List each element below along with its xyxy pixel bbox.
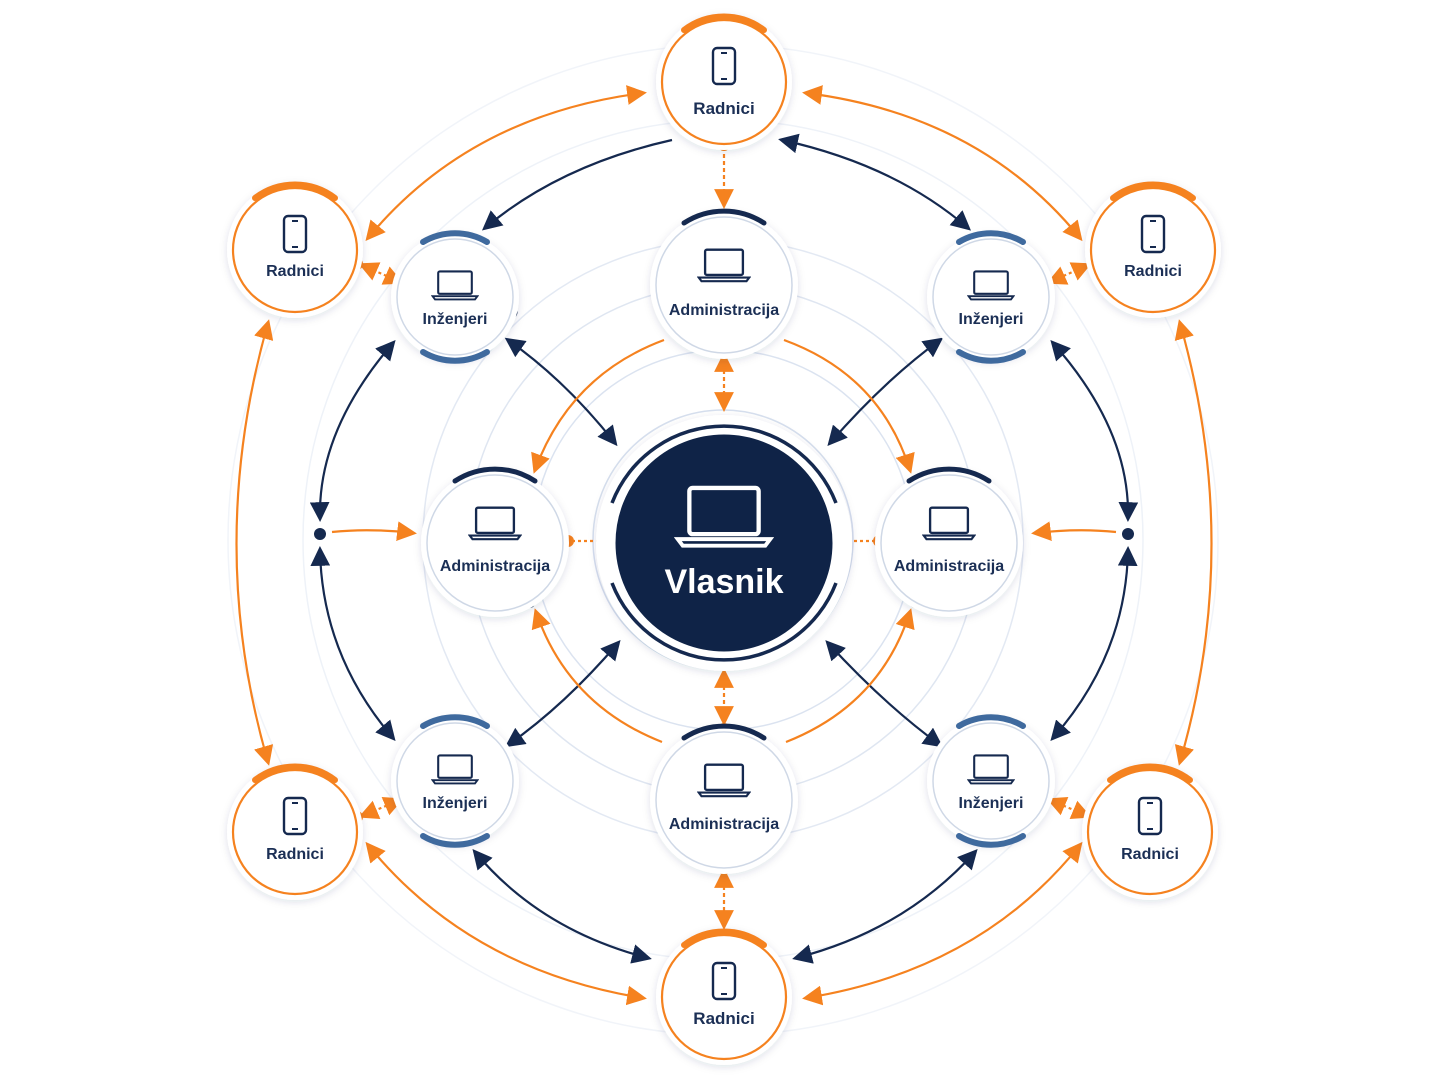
node-label: Inženjeri	[423, 795, 488, 812]
center-label: Vlasnik	[664, 563, 783, 601]
node-inzenjeri-bottom-left[interactable]: Inženjeri	[391, 714, 519, 848]
node-radnici-bottom-left[interactable]: Radnici	[227, 763, 363, 900]
node-administracija-bottom[interactable]: Administracija	[650, 723, 798, 874]
node-vlasnik-center[interactable]: Vlasnik	[596, 415, 852, 671]
node-inzenjeri-top-left[interactable]: Inženjeri	[391, 230, 519, 364]
node-inzenjeri-top-right[interactable]: Inženjeri	[927, 230, 1055, 364]
node-label: Inženjeri	[959, 795, 1024, 812]
node-inzenjeri-bottom-right[interactable]: Inženjeri	[927, 714, 1055, 848]
node-administracija-top[interactable]: Administracija	[650, 208, 798, 359]
node-label: Inženjeri	[423, 311, 488, 328]
node-label: Inženjeri	[959, 311, 1024, 328]
node-label: Administracija	[669, 816, 779, 833]
node-radnici-top-left[interactable]: Radnici	[227, 181, 363, 318]
node-label: Radnici	[1124, 263, 1182, 280]
node-radnici-bottom-right[interactable]: Radnici	[1082, 763, 1218, 900]
node-label: Administracija	[669, 302, 779, 319]
node-label: Administracija	[440, 558, 550, 575]
navy-connectors	[309, 133, 1139, 964]
node-administracija-left[interactable]: Administracija	[421, 466, 569, 617]
node-label: Administracija	[894, 558, 1004, 575]
node-label: Radnici	[266, 263, 324, 280]
node-radnici-top[interactable]: Radnici	[656, 13, 792, 150]
node-label: Radnici	[693, 99, 754, 118]
node-label: Radnici	[266, 846, 324, 863]
node-administracija-right[interactable]: Administracija	[875, 466, 1023, 617]
orange-inner-connectors	[331, 147, 1117, 930]
node-label: Radnici	[1121, 846, 1179, 863]
node-radnici-top-right[interactable]: Radnici	[1085, 181, 1221, 318]
node-label: Radnici	[693, 1009, 754, 1028]
node-radnici-bottom[interactable]: Radnici	[656, 928, 792, 1065]
